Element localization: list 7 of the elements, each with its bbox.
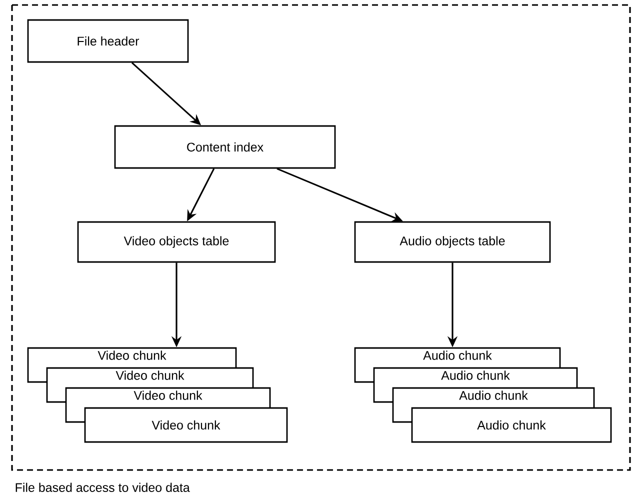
box: File header: [27, 19, 189, 63]
box: Video objects table: [77, 221, 276, 263]
box: Audio objects table: [354, 221, 551, 263]
node-label: File based access to video data: [16, 482, 190, 492]
box: Content index: [114, 125, 336, 169]
box: Video chunk: [84, 407, 288, 443]
box: Audio chunk: [411, 407, 612, 443]
